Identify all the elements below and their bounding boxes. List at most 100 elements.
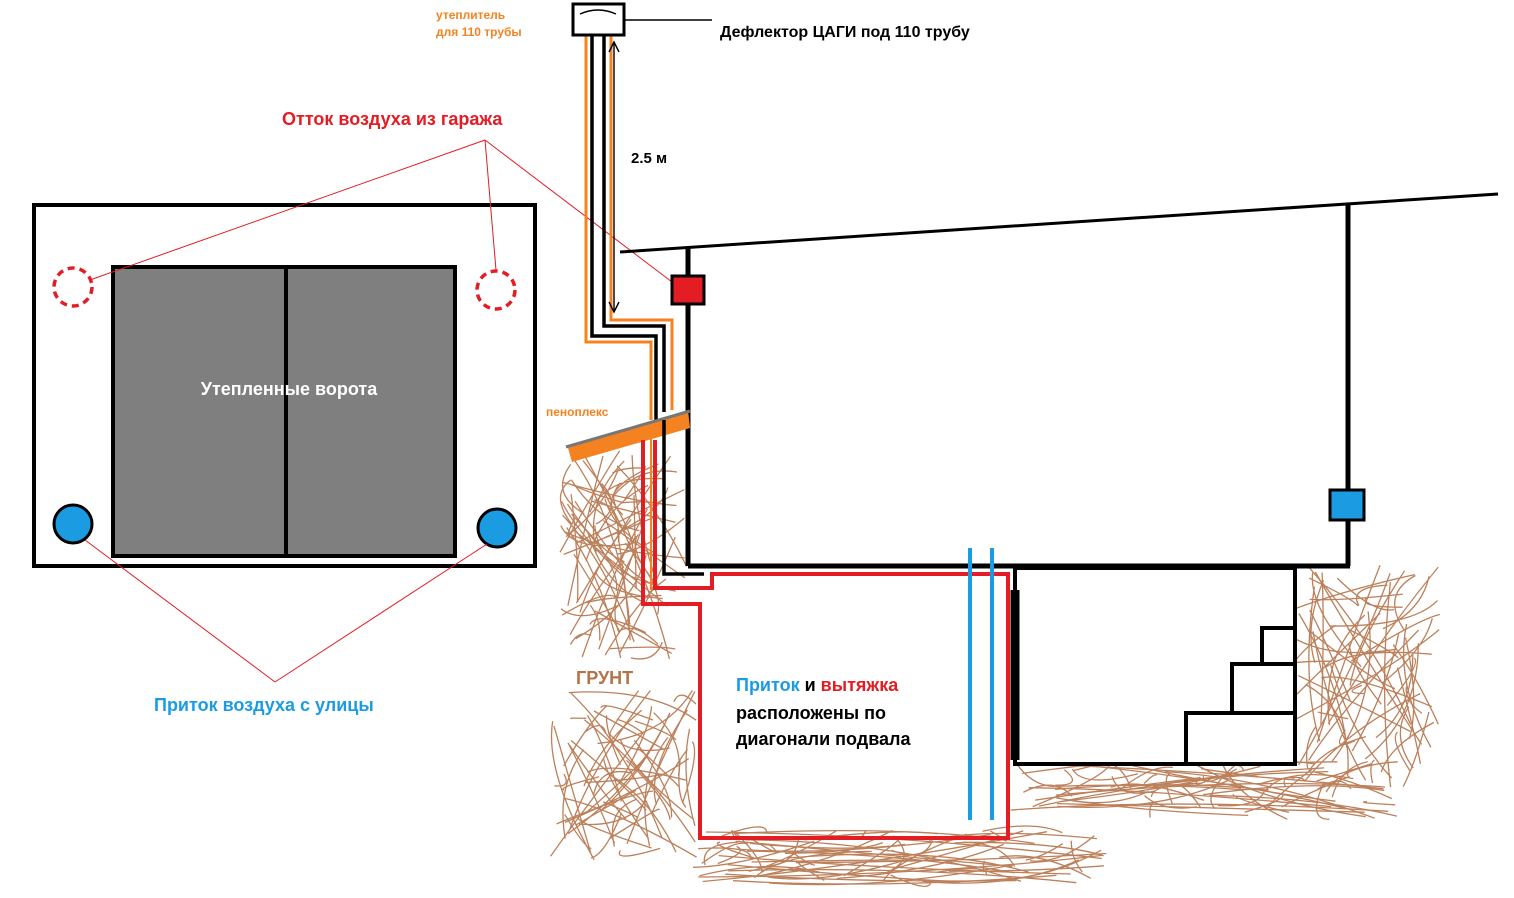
ground-stroke [1110,783,1205,802]
ground-stroke [1315,771,1393,800]
ground-stroke [618,847,661,857]
inflow-label: Приток воздуха с улицы [154,695,374,715]
ground-stroke [560,604,619,617]
ground-stroke [768,857,912,880]
ground-stroke [636,747,680,788]
ground-stroke [590,813,623,859]
ground-stroke [550,720,595,861]
ground-stroke [948,865,1104,872]
ground-stroke [573,553,621,633]
step-3 [1260,626,1297,666]
ground-stroke [982,825,1063,834]
ground-stroke [598,527,643,650]
ground-stroke [602,758,650,839]
ground-stroke [1070,840,1083,873]
ground-stroke [630,641,663,660]
ground-stroke [769,835,800,867]
ground-stroke [1308,577,1359,607]
ground-stroke [586,767,687,781]
ground-stroke [1336,577,1395,611]
ground-stroke [1308,629,1420,761]
ground-stroke [1029,835,1095,862]
penoplex-label: пеноплекс [546,405,609,419]
ground-stroke [563,481,677,507]
ground-stroke [589,604,601,641]
ground-stroke [607,731,670,752]
ground-stroke [586,773,666,784]
outflow-vent-left [52,266,94,308]
ground-stroke [612,467,642,474]
ground-stroke [564,531,685,559]
ground-stroke [1306,726,1317,770]
ground-stroke [550,731,644,857]
ground-stroke [1402,711,1430,787]
ground-stroke [570,479,640,532]
ground-stroke [1310,580,1325,663]
ground-stroke [1370,759,1375,784]
ground-stroke [1309,630,1396,690]
ground-stroke [1327,566,1439,724]
ground-stroke [1054,783,1269,791]
ground-stroke [564,797,697,858]
ground-stroke [559,450,621,553]
ground-stroke [1061,765,1261,803]
ground-stroke [1259,776,1306,785]
ground-stroke [1349,570,1406,686]
ground-stroke [1290,660,1332,664]
ground-stroke [564,814,592,849]
ground-stroke [1405,686,1423,714]
ground-stroke [725,873,1017,882]
ground-stroke [836,843,1004,880]
ground-stroke [1057,802,1365,813]
ground-stroke [685,728,696,826]
ground-stroke [585,594,662,604]
pointer-lines [84,139,673,683]
inflow-vent-left [52,503,94,545]
height-label: 2.5 м [631,150,667,167]
ground-stroke [1364,643,1419,760]
insulation-label-1: утеплитель [436,8,505,22]
ground-stroke [595,572,663,600]
ground-stroke [571,513,618,591]
ground-stroke [999,855,1092,879]
ground-stroke [752,839,777,853]
deflector-cap [571,2,712,37]
outflow-vent-right [475,269,517,311]
ground-stroke [1144,795,1197,809]
ground-stroke [1032,765,1110,808]
ground-stroke [634,720,677,741]
note-and-word: и [800,675,821,695]
inflow-vent-right [476,507,518,549]
ground-stroke [716,841,755,859]
ground-stroke [600,705,654,721]
ground-stroke [609,690,640,737]
ground-stroke [1380,721,1435,773]
ground-stroke [1217,791,1265,807]
ground-label: ГРУНТ [576,668,633,688]
garage-front-view: Утепленные ворота [32,203,537,568]
ground-stroke [1364,597,1403,608]
ground-stroke [1392,644,1439,725]
ground-stroke [619,739,693,820]
ground-stroke [1394,574,1416,631]
ground-stroke [753,850,872,879]
exhaust-pipe [584,35,674,420]
ground-stroke [644,737,669,847]
ground-stroke [577,817,652,849]
ground-stroke [1404,637,1415,739]
ground-stroke [1298,613,1348,748]
supply-vent [1328,488,1366,522]
ground-stroke [620,706,653,782]
ground-stroke [1351,684,1365,695]
ground-stroke [569,691,663,838]
ground-stroke [1232,793,1290,814]
ground-stroke [619,537,676,654]
ground-stroke [609,808,660,840]
ground-stroke [1117,766,1173,792]
ground-stroke [891,830,1024,871]
ground-stroke [559,479,573,525]
ground-stroke [593,710,665,751]
ground-stroke [565,468,620,538]
ground-stroke [1196,764,1366,818]
ground-stroke [1143,774,1158,785]
